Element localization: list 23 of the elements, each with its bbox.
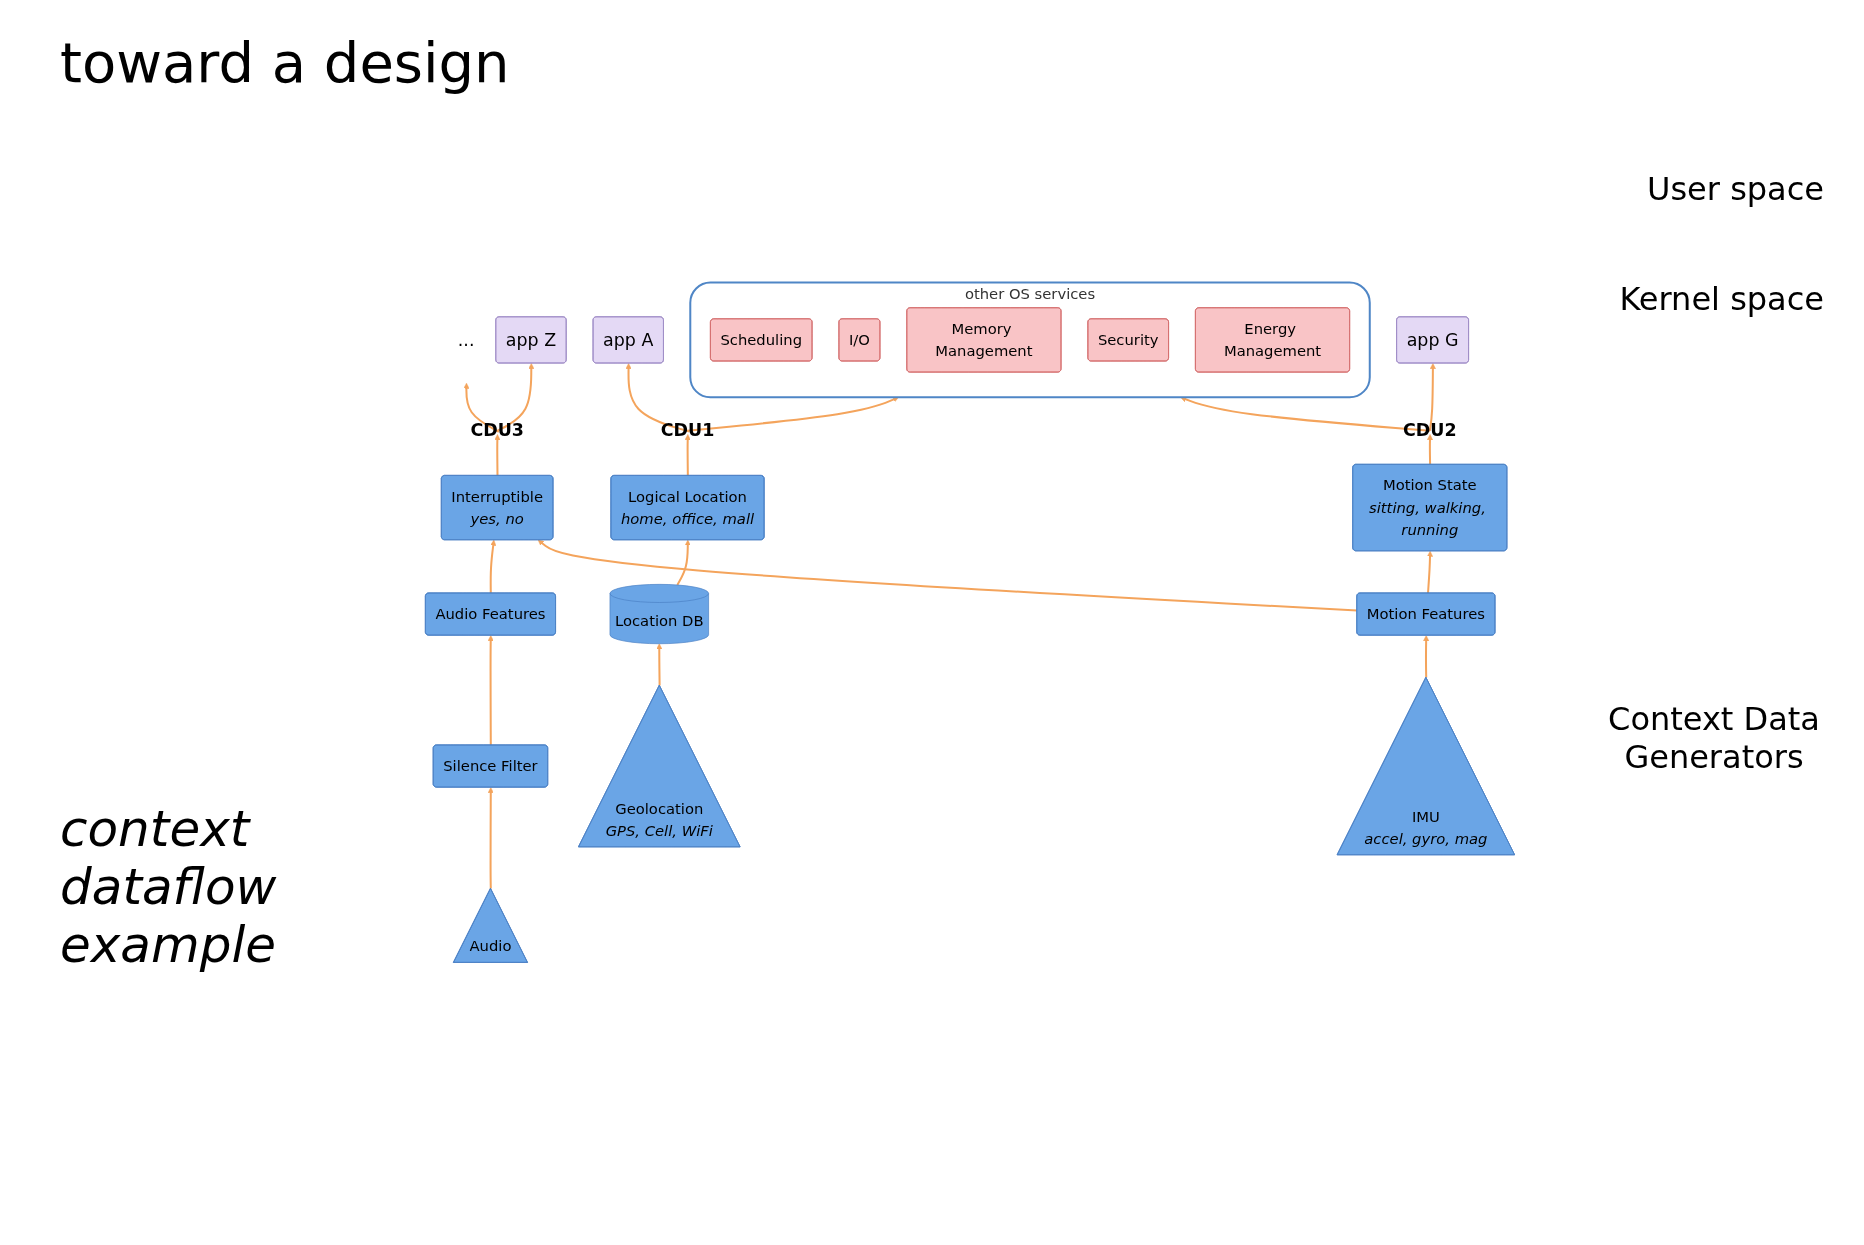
node-text: CDU3: [470, 420, 524, 441]
arrow: [489, 539, 497, 594]
annotation-text: context dataflow example: [60, 800, 278, 974]
arrow: [537, 539, 1358, 612]
annotation-text: User space: [1647, 170, 1824, 208]
diagram-title: toward a design: [60, 30, 510, 95]
arrow: [1427, 550, 1433, 594]
arrow: [1423, 635, 1430, 678]
arrow: [463, 382, 500, 433]
node-text: ...: [457, 329, 475, 350]
arrow: [494, 434, 501, 476]
arrow: [625, 363, 690, 433]
node-text: CDU2: [1403, 420, 1457, 441]
annotation-text: Kernel space: [1619, 280, 1824, 318]
arrow: [487, 635, 494, 746]
annotation-text: Context Data Generators: [1607, 700, 1821, 776]
arrow: [1427, 434, 1433, 465]
arrow: [496, 363, 535, 432]
arrow: [684, 434, 691, 476]
arrow: [656, 643, 663, 686]
arrow: [1428, 363, 1436, 431]
arrow: [487, 787, 494, 889]
arrow: [676, 539, 691, 586]
